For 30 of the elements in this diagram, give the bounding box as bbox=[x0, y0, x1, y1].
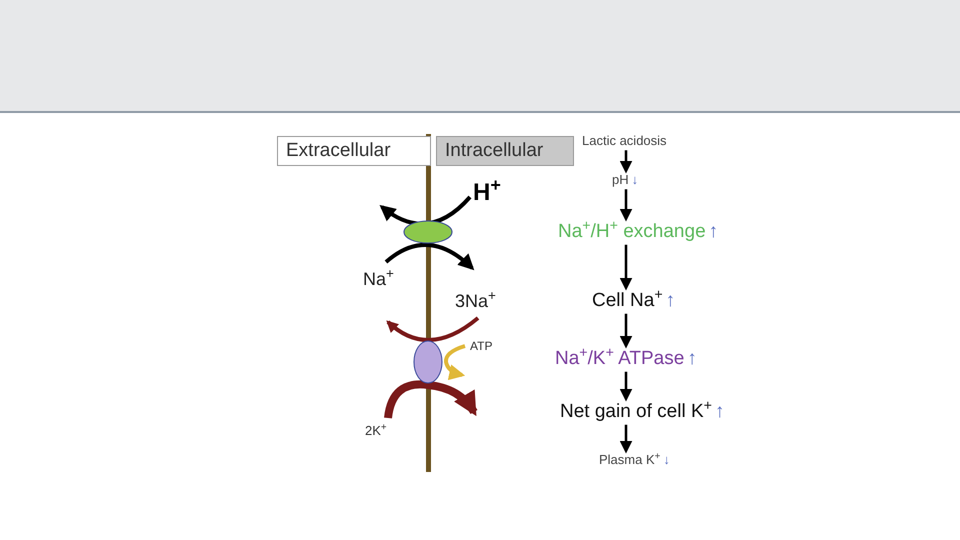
flow-arrow bbox=[620, 150, 632, 174]
transporter-ellipse bbox=[403, 220, 453, 244]
step-text: Intracellular bbox=[445, 140, 544, 161]
step-text: Na$^{+}$/H$^{+}$ exchange bbox=[558, 221, 706, 242]
step-text: Plasma K$^{+}$ bbox=[599, 452, 660, 467]
transporter-ellipse bbox=[413, 340, 443, 384]
step-text: Net gain of cell K$^{+}$ bbox=[560, 401, 712, 422]
ion-label: ATP bbox=[470, 339, 492, 354]
ion-label: 2K$^{+}$ bbox=[365, 423, 387, 440]
step-text: Na$^{+}$/K$^{+}$ ATPase bbox=[555, 348, 684, 369]
flow-arrow bbox=[620, 189, 632, 222]
compartment-label-box bbox=[436, 136, 574, 166]
trend-arrow: ↓ bbox=[632, 172, 638, 187]
ion-label: H$^{+}$ bbox=[473, 178, 501, 208]
trend-arrow: ↑ bbox=[687, 348, 697, 369]
ion-label: Na$^{+}$ bbox=[363, 268, 394, 290]
flow-arrow bbox=[620, 314, 632, 348]
flow-arrow bbox=[620, 424, 632, 454]
step-text: Extracellular bbox=[286, 140, 391, 161]
compartment-label-box bbox=[277, 136, 431, 166]
step-text: Lactic acidosis bbox=[582, 133, 667, 148]
flow-arrow bbox=[620, 244, 632, 290]
trend-arrow: ↓ bbox=[663, 452, 670, 467]
ion-label: 3Na$^{+}$ bbox=[455, 290, 496, 312]
step-text: Cell Na$^{+}$ bbox=[592, 290, 663, 311]
trend-arrow: ↑ bbox=[708, 221, 718, 242]
step-text: pH bbox=[612, 172, 629, 187]
trend-arrow: ↑ bbox=[714, 401, 724, 422]
flow-arrow bbox=[620, 372, 632, 402]
trend-arrow: ↑ bbox=[666, 290, 676, 311]
